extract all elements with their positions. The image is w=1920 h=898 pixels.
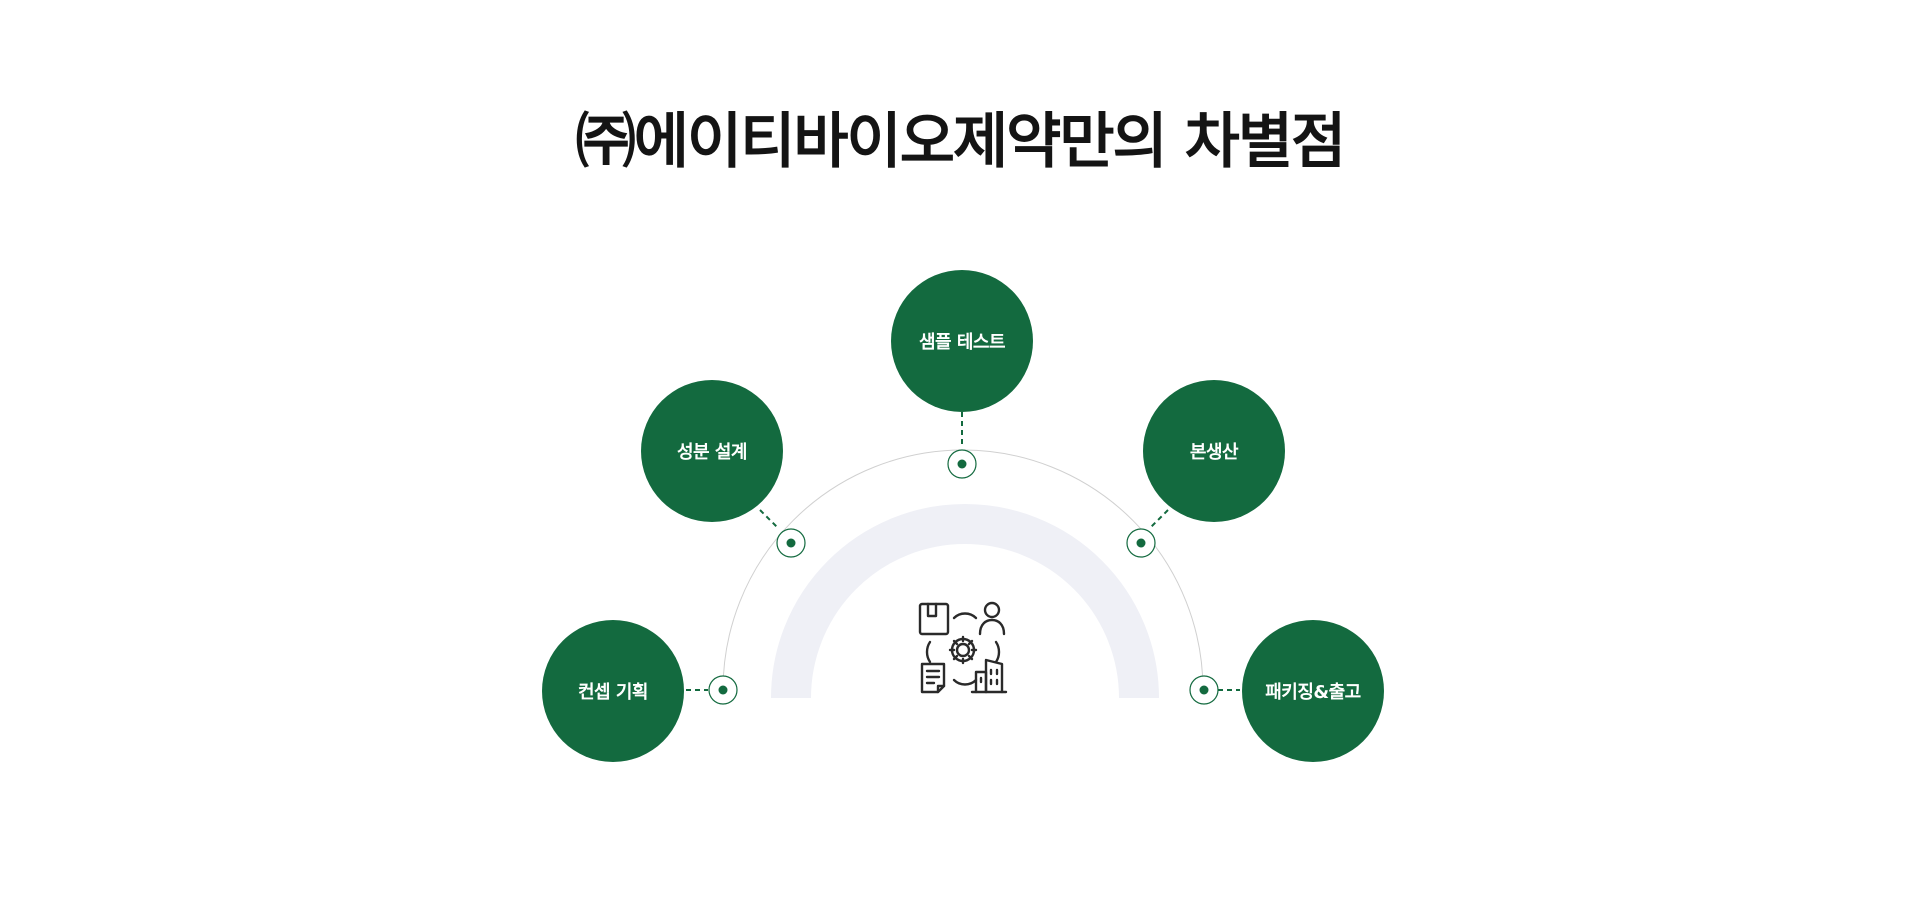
- step-label-ingredient: 성분 설계: [676, 442, 748, 463]
- arc-node-1: [708, 675, 738, 705]
- step-label-concept: 컨셉 기획: [577, 682, 649, 703]
- step-label-production: 본생산: [1189, 442, 1239, 463]
- arc-node-3: [947, 449, 977, 479]
- arc-node-2: [776, 528, 806, 558]
- step-label-sample: 샘플 테스트: [918, 332, 1006, 353]
- connector-2: [759, 509, 779, 529]
- step-circle-concept: 컨셉 기획: [542, 620, 684, 762]
- step-circle-ingredient: 성분 설계: [641, 380, 783, 522]
- inner-arc: [771, 504, 1159, 699]
- arc-node-5: [1189, 675, 1219, 705]
- connector-4: [1149, 509, 1169, 529]
- step-circle-packaging: 패키징&출고: [1242, 620, 1384, 762]
- step-circle-sample: 샘플 테스트: [891, 270, 1033, 412]
- process-management-icon: [918, 601, 1008, 694]
- page-title: ㈜에이티바이오제약만의 차별점: [575, 107, 1347, 177]
- step-circle-production: 본생산: [1143, 380, 1285, 522]
- step-label-packaging: 패키징&출고: [1265, 682, 1361, 703]
- arc-node-4: [1126, 528, 1156, 558]
